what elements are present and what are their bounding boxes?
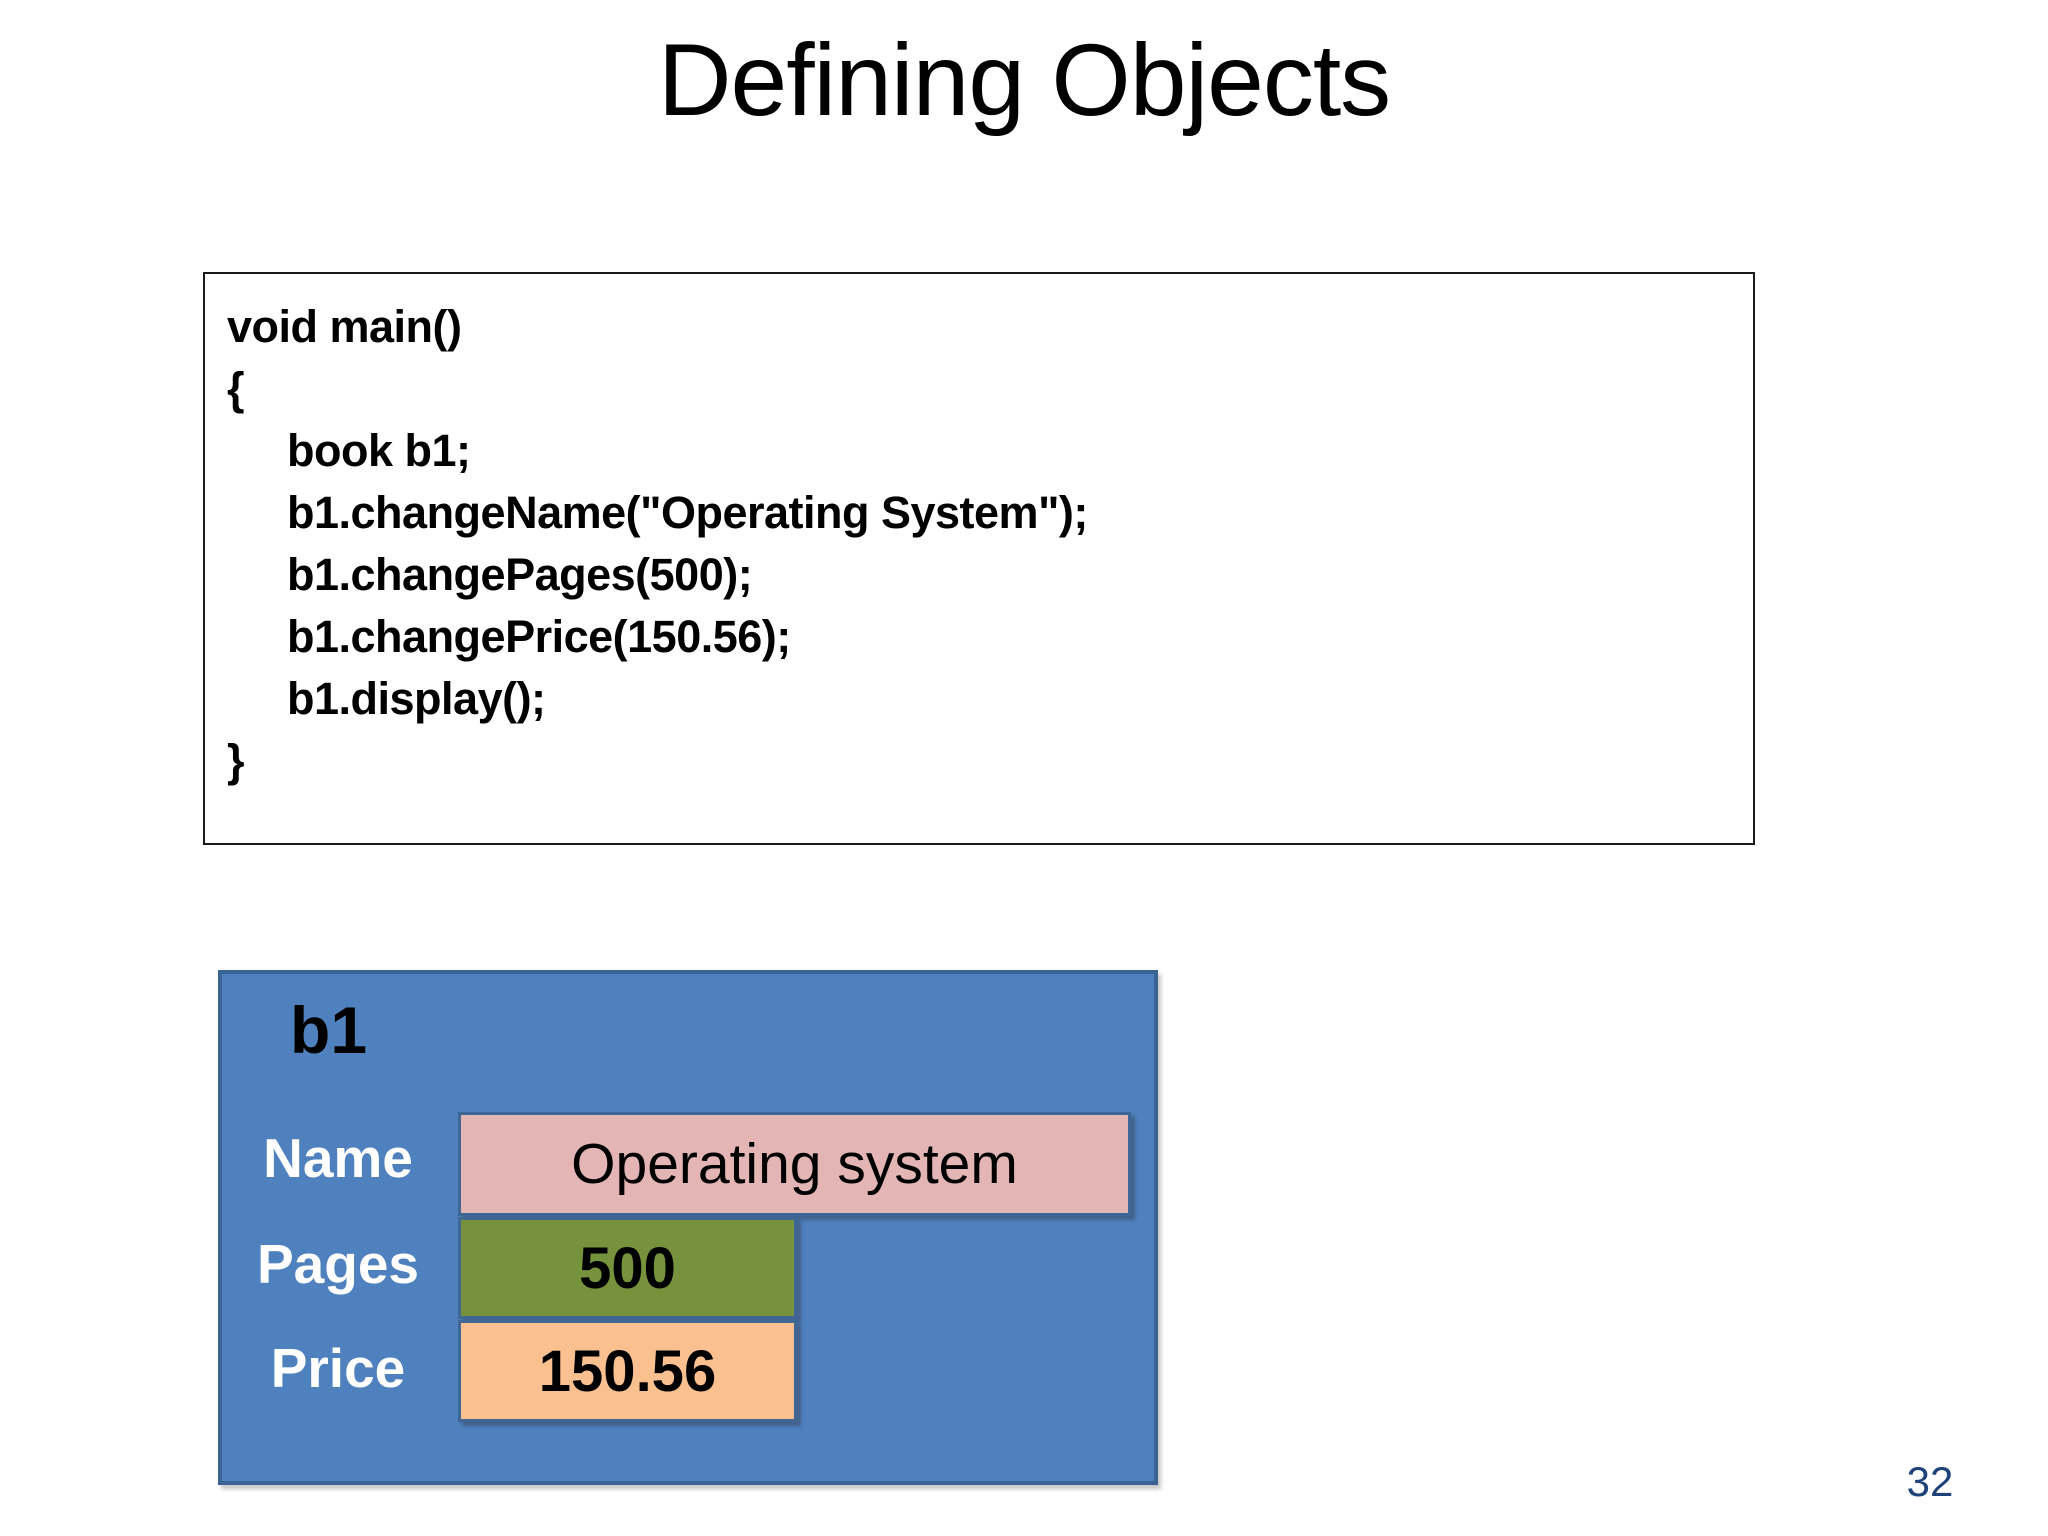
page-number: 32 [1906, 1458, 1954, 1505]
field-label-name: Name [263, 1127, 413, 1189]
code-block: void main() { book b1; b1.changeName("Op… [203, 272, 1755, 845]
object-name-label: b1 [290, 993, 368, 1067]
code-line: b1.changePrice(150.56); [227, 611, 791, 662]
code-line: void main() [227, 301, 462, 352]
code-line: book b1; [227, 425, 471, 476]
field-value-name: Operating system [458, 1112, 1131, 1216]
object-diagram-panel: b1 Name Operating system Pages 500 Price… [218, 970, 1158, 1485]
code-line: { [227, 363, 245, 414]
field-value-price: 150.56 [458, 1320, 797, 1422]
code-line: b1.changePages(500); [227, 549, 753, 600]
code-line: b1.display(); [227, 673, 546, 724]
code-line: b1.changeName("Operating System"); [227, 487, 1088, 538]
field-label-pages: Pages [256, 1233, 420, 1295]
field-value-pages: 500 [458, 1217, 797, 1319]
field-label-price: Price [270, 1337, 406, 1399]
code-line: } [227, 735, 245, 786]
slide-title: Defining Objects [657, 23, 1391, 137]
